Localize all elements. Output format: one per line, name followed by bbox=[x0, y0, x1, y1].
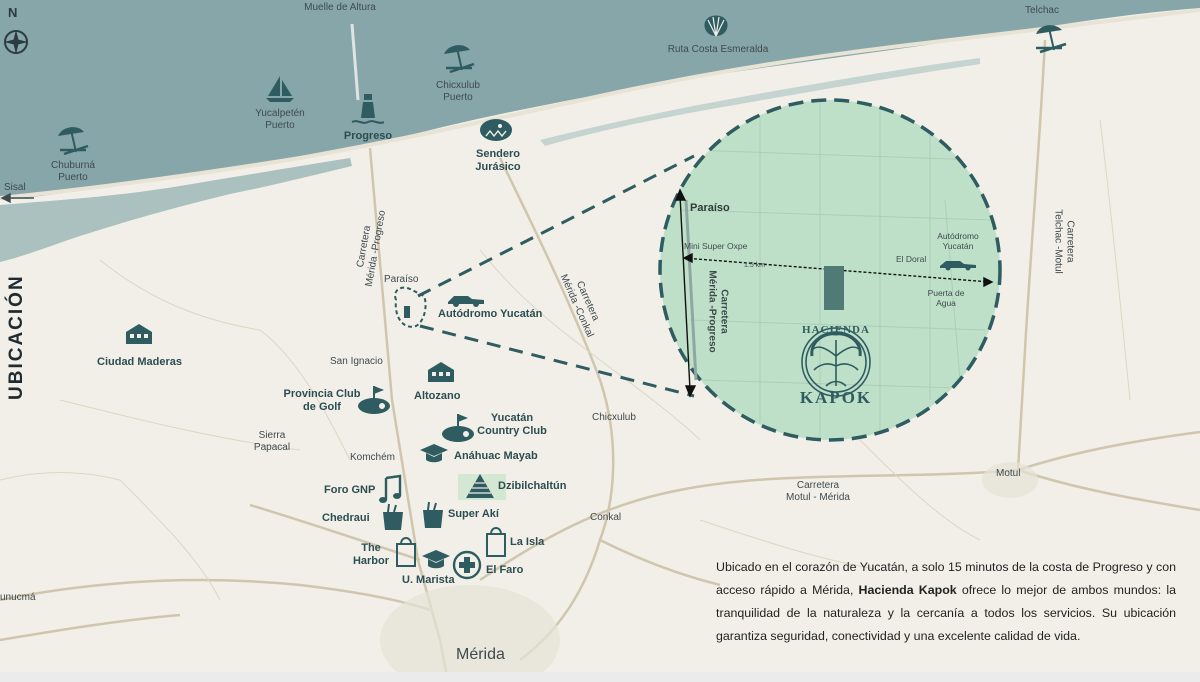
pyramid-icon bbox=[466, 474, 494, 498]
bottom-strip bbox=[0, 672, 1200, 682]
label-marista: U. Marista bbox=[402, 574, 455, 586]
label-altozano: Altozano bbox=[414, 390, 461, 402]
kapok-logo-bottom: KAPOK bbox=[799, 388, 873, 407]
connector-top bbox=[417, 154, 695, 298]
hacienda-plot bbox=[824, 266, 844, 310]
label-chedraui: Chedraui bbox=[322, 512, 370, 524]
road-label-motul-merida: Carretera Motul - Mérida bbox=[786, 480, 850, 503]
shopping-bag-icon bbox=[396, 537, 416, 567]
road-label-telchac-motul: Carretera Telchac -Motul bbox=[1053, 209, 1076, 274]
label-chicxulub-puerto: Chicxulub Puerto bbox=[436, 80, 480, 103]
label-la-isla: La Isla bbox=[510, 536, 545, 548]
music-note-icon bbox=[379, 474, 402, 503]
grocery-bag-icon bbox=[423, 501, 443, 528]
label-sisal: Sisal bbox=[4, 182, 26, 193]
kapok-logo-emblem bbox=[801, 327, 871, 397]
lagoon-east bbox=[540, 58, 980, 146]
building-icon bbox=[126, 324, 152, 344]
inset-label-autodromo: Autódromo Yucatán bbox=[937, 231, 979, 251]
dinosaur-icon bbox=[480, 119, 512, 141]
description-part1: Ubicado en el corazón de Yucatán, a solo… bbox=[716, 560, 1176, 597]
label-paraiso: Paraíso bbox=[384, 274, 419, 285]
road-merida-conkal bbox=[498, 157, 615, 661]
connector-bottom bbox=[419, 324, 695, 398]
kapok-logo-top: HACIENDA bbox=[802, 324, 870, 336]
label-progreso: Progreso bbox=[343, 130, 393, 142]
label-merida: Mérida bbox=[456, 646, 505, 663]
compass-letter: N bbox=[8, 5, 18, 20]
lagoon bbox=[0, 158, 352, 262]
compass-rose bbox=[4, 30, 28, 54]
label-ruta-costa: Ruta Costa Esmeralda bbox=[667, 44, 769, 55]
grocery-bag-icon bbox=[383, 503, 403, 530]
sailboat-icon bbox=[266, 76, 294, 102]
description-brand: Hacienda Kapok bbox=[858, 583, 957, 597]
race-car-icon bbox=[448, 296, 484, 307]
beach-umbrella-icon bbox=[1036, 25, 1067, 54]
description-part2: ofrece lo mejor de ambos mundos: la tran… bbox=[716, 583, 1176, 643]
race-car-icon bbox=[940, 261, 976, 271]
inset-label-el-doral: El Doral bbox=[896, 254, 927, 264]
label-san-ignacio: San Ignacio bbox=[330, 356, 383, 367]
label-ciudad-maderas: Ciudad Maderas bbox=[97, 356, 182, 368]
label-yucalpeten: Yucalpetén Puerto bbox=[255, 108, 305, 131]
label-autodromo: Autódromo Yucatán bbox=[438, 308, 543, 320]
label-motul: Motul bbox=[996, 468, 1021, 479]
label-harbor: The Harbor bbox=[352, 542, 390, 567]
graduation-cap-icon bbox=[422, 550, 450, 569]
beach-umbrella-icon bbox=[444, 45, 475, 74]
label-yucatan-cc: Yucatán Country Club bbox=[477, 412, 547, 437]
label-el-faro: El Faro bbox=[486, 564, 524, 576]
building-icon bbox=[428, 362, 454, 382]
sea bbox=[0, 0, 1200, 200]
golf-icon bbox=[358, 386, 390, 414]
label-muelle: Muelle de Altura bbox=[304, 2, 376, 13]
inset-label-mini-super: Mini Super Oxpe bbox=[684, 241, 748, 251]
label-chicxulub: Chicxulub bbox=[592, 412, 636, 423]
beach-umbrella-icon bbox=[58, 127, 89, 156]
shell-icon bbox=[704, 15, 728, 37]
label-super-aki: Super Akí bbox=[448, 508, 499, 520]
shopping-bag-icon bbox=[486, 527, 506, 557]
label-sendero: Sendero Jurásico bbox=[475, 148, 521, 173]
road-motul-merida bbox=[479, 468, 1019, 582]
inset-label-distance: 1.5 km bbox=[744, 262, 766, 269]
graduation-cap-icon bbox=[420, 444, 448, 463]
road-telchac-motul bbox=[1016, 39, 1047, 471]
page-title: UBICACIÓN bbox=[6, 274, 27, 400]
label-chuburna: Chuburná Puerto bbox=[51, 160, 95, 183]
label-provincia: Provincia Club de Golf bbox=[283, 388, 361, 413]
label-conkal: Conkal bbox=[590, 512, 622, 523]
hospital-icon bbox=[452, 550, 482, 580]
description-text: Ubicado en el corazón de Yucatán, a solo… bbox=[716, 556, 1176, 648]
label-dzibilchaltun: Dzibilchaltún bbox=[498, 480, 567, 492]
inset-label-road: Carretera Mérida -Progreso bbox=[707, 270, 730, 353]
lighthouse-icon bbox=[351, 94, 384, 124]
label-foro: Foro GNP bbox=[324, 484, 376, 496]
golf-icon bbox=[442, 414, 474, 442]
label-anahuac: Anáhuac Mayab bbox=[454, 450, 538, 462]
label-sierra: Sierra Papacal bbox=[253, 430, 291, 453]
label-telchac: Telchac bbox=[1025, 5, 1059, 16]
label-ucuma: unucmá bbox=[0, 592, 36, 603]
label-komchem: Komchém bbox=[350, 452, 396, 463]
inset-label-paraiso: Paraíso bbox=[690, 202, 730, 214]
inset-label-puerta: Puerta de Agua bbox=[927, 288, 965, 308]
